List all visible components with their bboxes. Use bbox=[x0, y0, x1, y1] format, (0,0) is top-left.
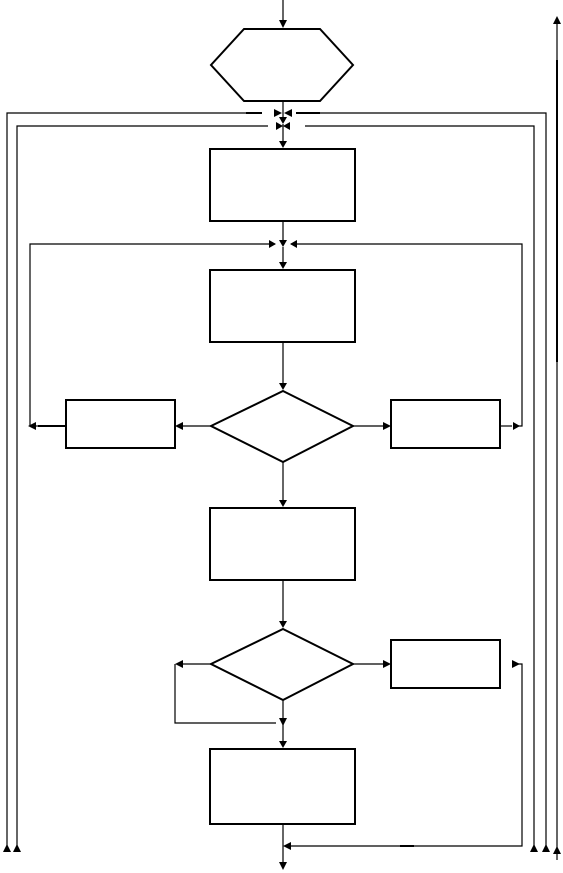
process-1-to-process-2-connector bbox=[279, 221, 287, 269]
side-right-1-box bbox=[390, 399, 501, 449]
process-3-box bbox=[209, 507, 356, 581]
start-hexagon-shape bbox=[209, 28, 355, 102]
side-right-1-node[interactable] bbox=[390, 399, 501, 449]
start-to-process-1-connector bbox=[279, 101, 287, 148]
side-right-2-node[interactable] bbox=[390, 639, 501, 689]
process-4-box bbox=[209, 748, 356, 825]
entry-connector bbox=[279, 0, 287, 28]
decision-2-to-process-4-connector bbox=[279, 700, 287, 748]
decision-1-node[interactable] bbox=[208, 389, 356, 464]
side-left-1-box bbox=[65, 399, 176, 449]
process-3-to-decision-2-connector bbox=[279, 580, 287, 628]
process-1-node[interactable] bbox=[209, 148, 356, 222]
decision-1-diamond bbox=[208, 389, 356, 464]
side-right-2-exit-connector bbox=[283, 660, 523, 850]
process-3-node[interactable] bbox=[209, 507, 356, 581]
left-return-loops bbox=[3, 109, 292, 852]
start-node[interactable] bbox=[209, 28, 355, 102]
process-2-box bbox=[209, 269, 356, 343]
decision-2-diamond bbox=[208, 627, 356, 702]
decision-2-left-connector bbox=[174, 660, 276, 724]
side-right-1-exit-connector bbox=[500, 422, 520, 430]
process-4-node[interactable] bbox=[209, 748, 356, 825]
decision-1-left-connector bbox=[175, 422, 211, 430]
process-2-node[interactable] bbox=[209, 269, 356, 343]
right-return-loops bbox=[296, 16, 561, 860]
decision-2-right-connector bbox=[353, 660, 391, 668]
process-2-to-decision-1-connector bbox=[279, 342, 287, 390]
process-1-box bbox=[209, 148, 356, 222]
decision-2-node[interactable] bbox=[208, 627, 356, 702]
side-left-1-node[interactable] bbox=[65, 399, 176, 449]
side-right-2-box bbox=[390, 639, 501, 689]
exit-connector bbox=[279, 824, 287, 870]
decision-1-right-connector bbox=[353, 422, 391, 430]
decision-1-to-process-3-connector bbox=[279, 462, 287, 507]
